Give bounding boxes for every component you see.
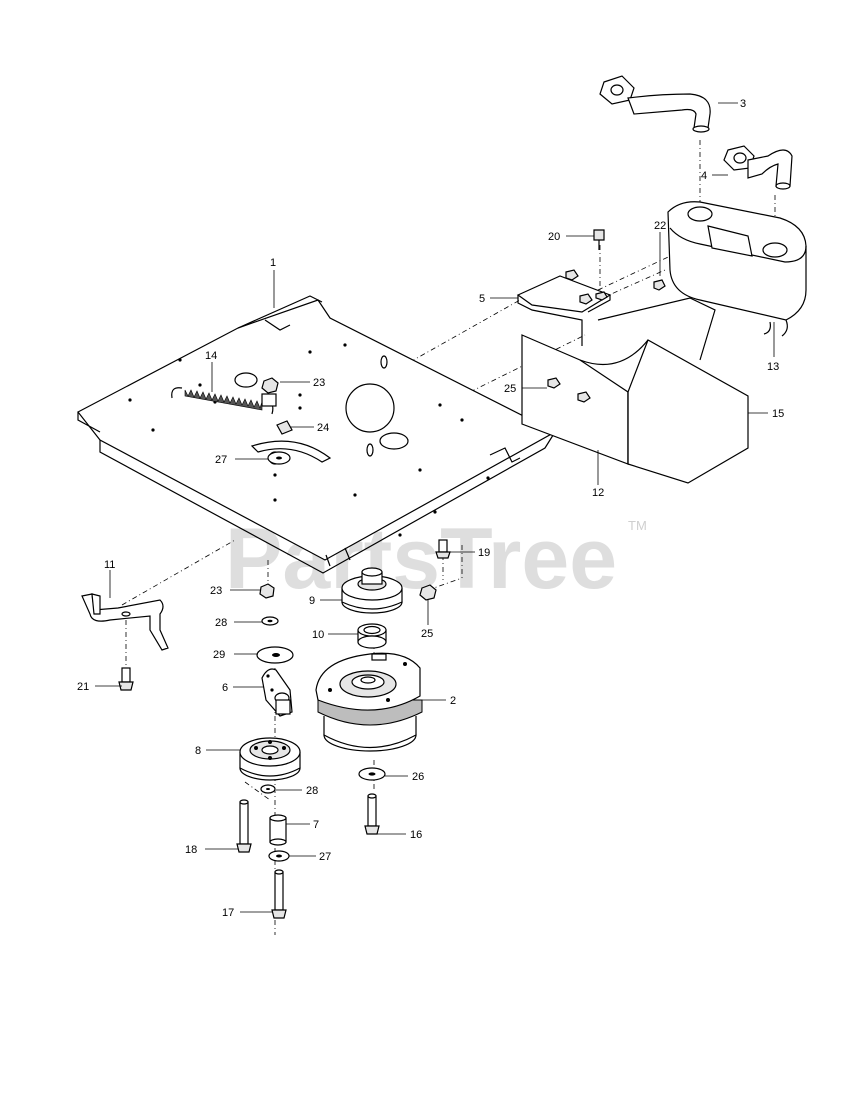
heat-shield — [521, 279, 749, 484]
callout-28-upper: 28 — [215, 617, 227, 629]
watermark-tm: TM — [628, 518, 647, 533]
bracket — [516, 229, 612, 346]
callout-11: 11 — [104, 559, 115, 571]
washer-26 — [358, 767, 386, 781]
callout-18: 18 — [185, 844, 197, 856]
callout-2: 2 — [450, 695, 456, 707]
callout-3: 3 — [740, 98, 746, 110]
callout-10: 10 — [312, 629, 324, 641]
nut-23-lower — [259, 583, 275, 599]
callout-19: 19 — [478, 547, 490, 559]
pto-clutch — [315, 652, 423, 752]
callout-4: 4 — [701, 170, 707, 182]
exhaust-pipe-short — [723, 145, 793, 190]
callout-25-lower: 25 — [421, 628, 433, 640]
callout-16: 16 — [410, 829, 422, 841]
callout-1: 1 — [270, 257, 276, 269]
callout-6: 6 — [222, 682, 228, 694]
nut-25-lower — [419, 584, 437, 601]
callout-23-upper: 23 — [313, 377, 325, 389]
callout-20: 20 — [548, 231, 560, 243]
bolt-18 — [236, 799, 252, 853]
nut-23-upper — [261, 377, 279, 394]
bushing-10 — [357, 623, 387, 649]
engine-pulley — [341, 567, 403, 614]
muffler — [667, 201, 807, 337]
spacer-7 — [269, 814, 287, 846]
callout-29: 29 — [213, 649, 225, 661]
bolt-21 — [118, 667, 134, 691]
washer-27-upper — [267, 451, 291, 465]
callout-27-lower: 27 — [319, 851, 331, 863]
callout-17: 17 — [222, 907, 234, 919]
callout-14: 14 — [205, 350, 217, 362]
callout-13: 13 — [767, 361, 779, 373]
leader-lines — [95, 102, 775, 913]
callout-27-upper: 27 — [215, 454, 227, 466]
bolt-17 — [271, 869, 287, 919]
callout-9: 9 — [309, 595, 315, 607]
exhaust-pipe — [599, 75, 711, 133]
callout-12: 12 — [592, 487, 604, 499]
callout-22: 22 — [654, 220, 666, 232]
bolt-19 — [435, 539, 451, 559]
washer-29 — [256, 646, 294, 664]
deck-plate — [77, 295, 557, 574]
callout-labels: 1 2 3 4 5 6 7 8 9 10 11 12 13 14 15 16 1… — [77, 98, 784, 919]
callout-26: 26 — [412, 771, 424, 783]
callout-7: 7 — [313, 819, 319, 831]
callout-28-lower: 28 — [306, 785, 318, 797]
bolt-16 — [364, 793, 380, 835]
washer-28 — [261, 616, 279, 626]
callout-15: 15 — [772, 408, 784, 420]
spring — [171, 387, 293, 435]
idler-pulley — [239, 737, 301, 781]
idler-arm — [261, 668, 293, 717]
callout-24: 24 — [317, 422, 329, 434]
callout-23-lower: 23 — [210, 585, 222, 597]
callout-5: 5 — [479, 293, 485, 305]
washer-27-lower — [268, 850, 290, 862]
idler-bracket — [81, 593, 169, 651]
callout-25-upper: 25 — [504, 383, 516, 395]
washer-28-lower — [260, 784, 276, 794]
callout-8: 8 — [195, 745, 201, 757]
callout-21: 21 — [77, 681, 89, 693]
